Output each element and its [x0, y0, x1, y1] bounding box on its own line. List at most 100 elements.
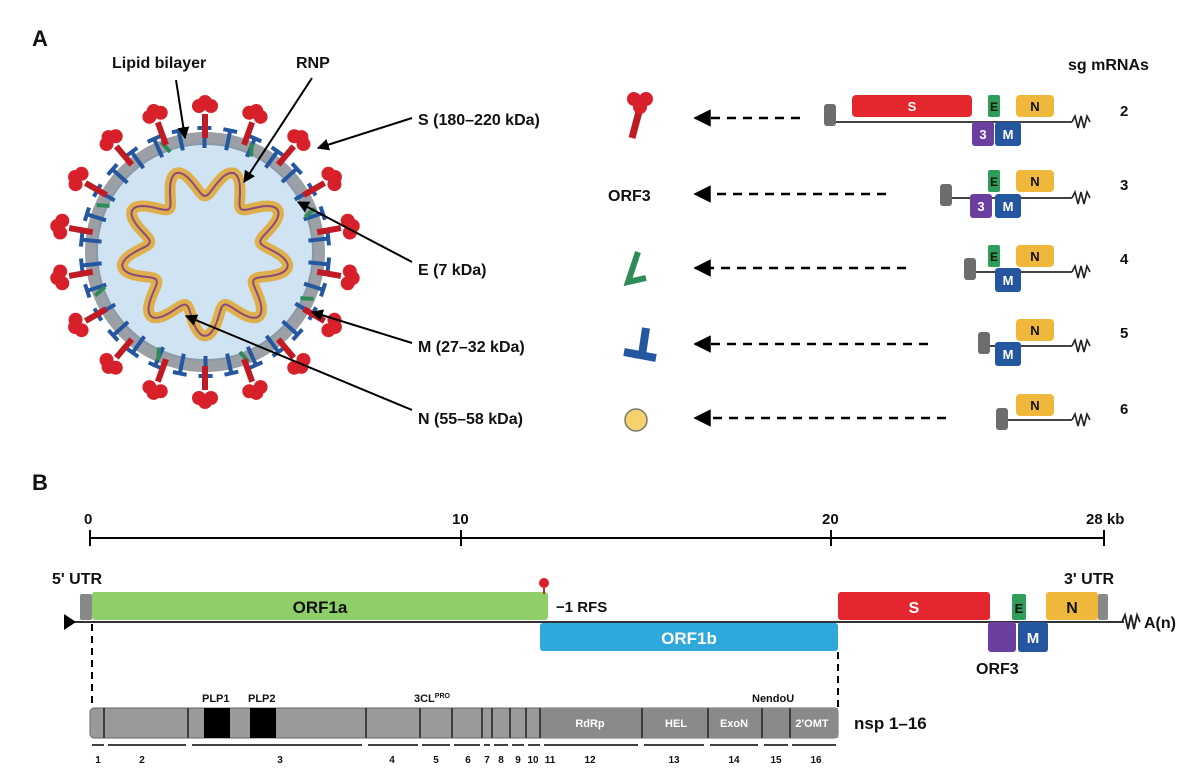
arrow-s	[316, 117, 413, 151]
panel-b-letter: B	[32, 470, 48, 495]
nsp-number-12: 12	[584, 755, 596, 766]
spike-mark	[192, 366, 218, 409]
label-e-protein: E (7 kDa)	[418, 262, 486, 279]
envelope-protein-mark	[156, 347, 161, 361]
plp1-label: PLP1	[202, 693, 230, 705]
spike-mark	[68, 166, 108, 198]
nendou-label: NendoU	[752, 693, 794, 705]
arrow-n	[184, 314, 413, 411]
nsp-number-16: 16	[810, 755, 822, 766]
nsp-dividers	[103, 708, 791, 738]
box-n: N	[1030, 323, 1039, 338]
label-orf3: ORF3	[608, 188, 651, 205]
membrane-protein-mark	[308, 257, 332, 272]
virion-diagram	[50, 95, 360, 409]
genome-scale-bar: 0 10 20 28 kb	[84, 511, 1124, 546]
envelope-protein-mark	[300, 296, 314, 301]
membrane-protein-mark	[172, 353, 188, 377]
orf1b-box	[540, 623, 838, 651]
spike-mark	[142, 104, 169, 146]
scale-tick-10: 10	[452, 511, 469, 528]
nsp-range-label: nsp 1–16	[854, 714, 927, 733]
box-e: E	[990, 100, 998, 114]
rnp-rna	[121, 171, 289, 338]
sg-number-3: 3	[1120, 177, 1128, 194]
orf3-gene-label: ORF3	[976, 661, 1019, 678]
nsp-number-4: 4	[389, 755, 395, 766]
membrane-protein-mark	[224, 353, 239, 377]
e-gene-box	[1012, 594, 1026, 620]
spike-mark	[302, 306, 342, 338]
nsp-number-8: 8	[498, 755, 504, 766]
box-n: N	[1030, 249, 1039, 264]
box-orf3: 3	[977, 199, 984, 214]
spike-mark	[275, 129, 311, 167]
box-m: M	[1003, 127, 1014, 142]
box-e: E	[990, 250, 998, 264]
spike-icon	[627, 92, 653, 139]
polya-label: A(n)	[1144, 615, 1176, 632]
membrane-protein-mark	[245, 345, 264, 370]
label-m-protein: M (27–32 kDa)	[418, 339, 525, 356]
plp1-domain	[204, 708, 230, 738]
rdrp-label: RdRp	[575, 718, 605, 730]
3cl-pro-label: 3CLPRO	[414, 693, 451, 705]
nsp-number-6: 6	[465, 755, 471, 766]
spike-mark	[241, 358, 268, 400]
utr5-label: 5' UTR	[52, 571, 102, 588]
sg-mrna-row-3: E N 3 M	[940, 170, 1091, 218]
envelope-protein-mark	[93, 285, 107, 298]
box-s: S	[908, 99, 917, 114]
nucleocapsid-icon	[624, 408, 648, 432]
s-gene-label: S	[909, 600, 920, 617]
genome-map: 5' UTR 3' UTR ORF1a −1 RFS ORF1b S E N A…	[52, 571, 1176, 678]
nsp-number-13: 13	[668, 755, 680, 766]
omt-label: 2'OMT	[795, 718, 828, 730]
nsp-number-3: 3	[277, 755, 283, 766]
orf1a-label: ORF1a	[293, 598, 348, 617]
rfs-label: −1 RFS	[556, 599, 607, 616]
plp2-label: PLP2	[248, 693, 276, 705]
membrane-protein-mark	[78, 232, 102, 247]
s-gene-box	[838, 592, 990, 620]
membrane-protein-mark	[303, 281, 328, 298]
arrow-rnp	[243, 77, 313, 184]
n-gene-label: N	[1066, 600, 1078, 617]
rnp-label: RNP	[296, 55, 330, 72]
envelope-protein-icon	[623, 251, 647, 287]
orf1a-box	[92, 592, 548, 620]
scale-end-label: 28 kb	[1086, 511, 1124, 528]
nsp-number-14: 14	[728, 755, 740, 766]
sg-mrna-row-6: N	[996, 394, 1091, 430]
nsp-number-2: 2	[139, 755, 145, 766]
box-n: N	[1030, 174, 1039, 189]
box-m: M	[1003, 273, 1014, 288]
scale-tick-20: 20	[822, 511, 839, 528]
membrane-protein-mark	[106, 162, 129, 185]
orf1b-label: ORF1b	[661, 629, 717, 648]
spike-mark	[316, 264, 360, 291]
box-orf3: 3	[979, 127, 986, 142]
box-n: N	[1030, 398, 1039, 413]
box-e: E	[990, 175, 998, 189]
nsp-number-10: 10	[527, 755, 539, 766]
membrane-protein-mark	[83, 282, 107, 299]
sg-number-2: 2	[1120, 103, 1128, 120]
envelope-protein-mark	[96, 203, 110, 208]
sg-mrnas-header: sg mRNAs	[1068, 57, 1149, 74]
orf3-gene-box	[988, 622, 1016, 652]
spike-mark	[50, 213, 94, 240]
spike-mark	[241, 104, 268, 146]
cap-icon	[64, 614, 76, 630]
membrane-protein-mark	[124, 146, 146, 170]
membrane-protein-mark	[125, 335, 146, 359]
panel-a-letter: A	[32, 26, 48, 51]
nsp-number-5: 5	[433, 755, 439, 766]
lipid-bilayer-label: Lipid bilayer	[112, 55, 206, 72]
membrane-protein-mark	[82, 206, 107, 223]
spike-mark	[99, 129, 135, 167]
polya-tail-icon	[1121, 612, 1141, 630]
e-gene-label: E	[1015, 601, 1024, 616]
